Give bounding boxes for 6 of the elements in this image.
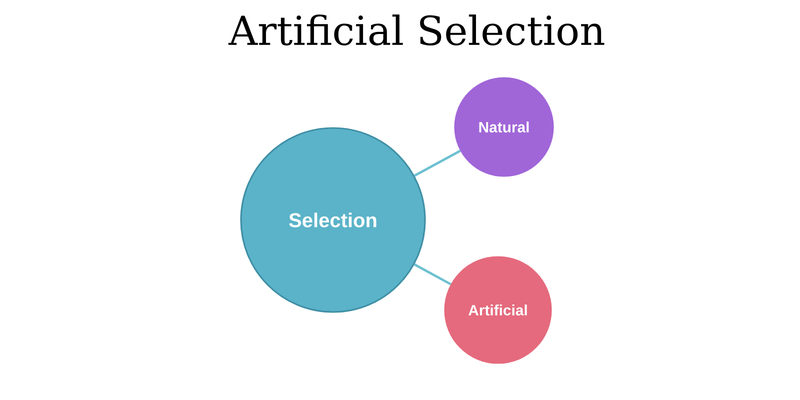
title: Artificial Selection (228, 14, 604, 46)
circle-node: Selection (240, 127, 426, 313)
connector-line (414, 263, 452, 286)
circle-node: Artificial (444, 256, 552, 364)
circle-node: Natural (454, 77, 554, 177)
connector-line (414, 150, 461, 177)
